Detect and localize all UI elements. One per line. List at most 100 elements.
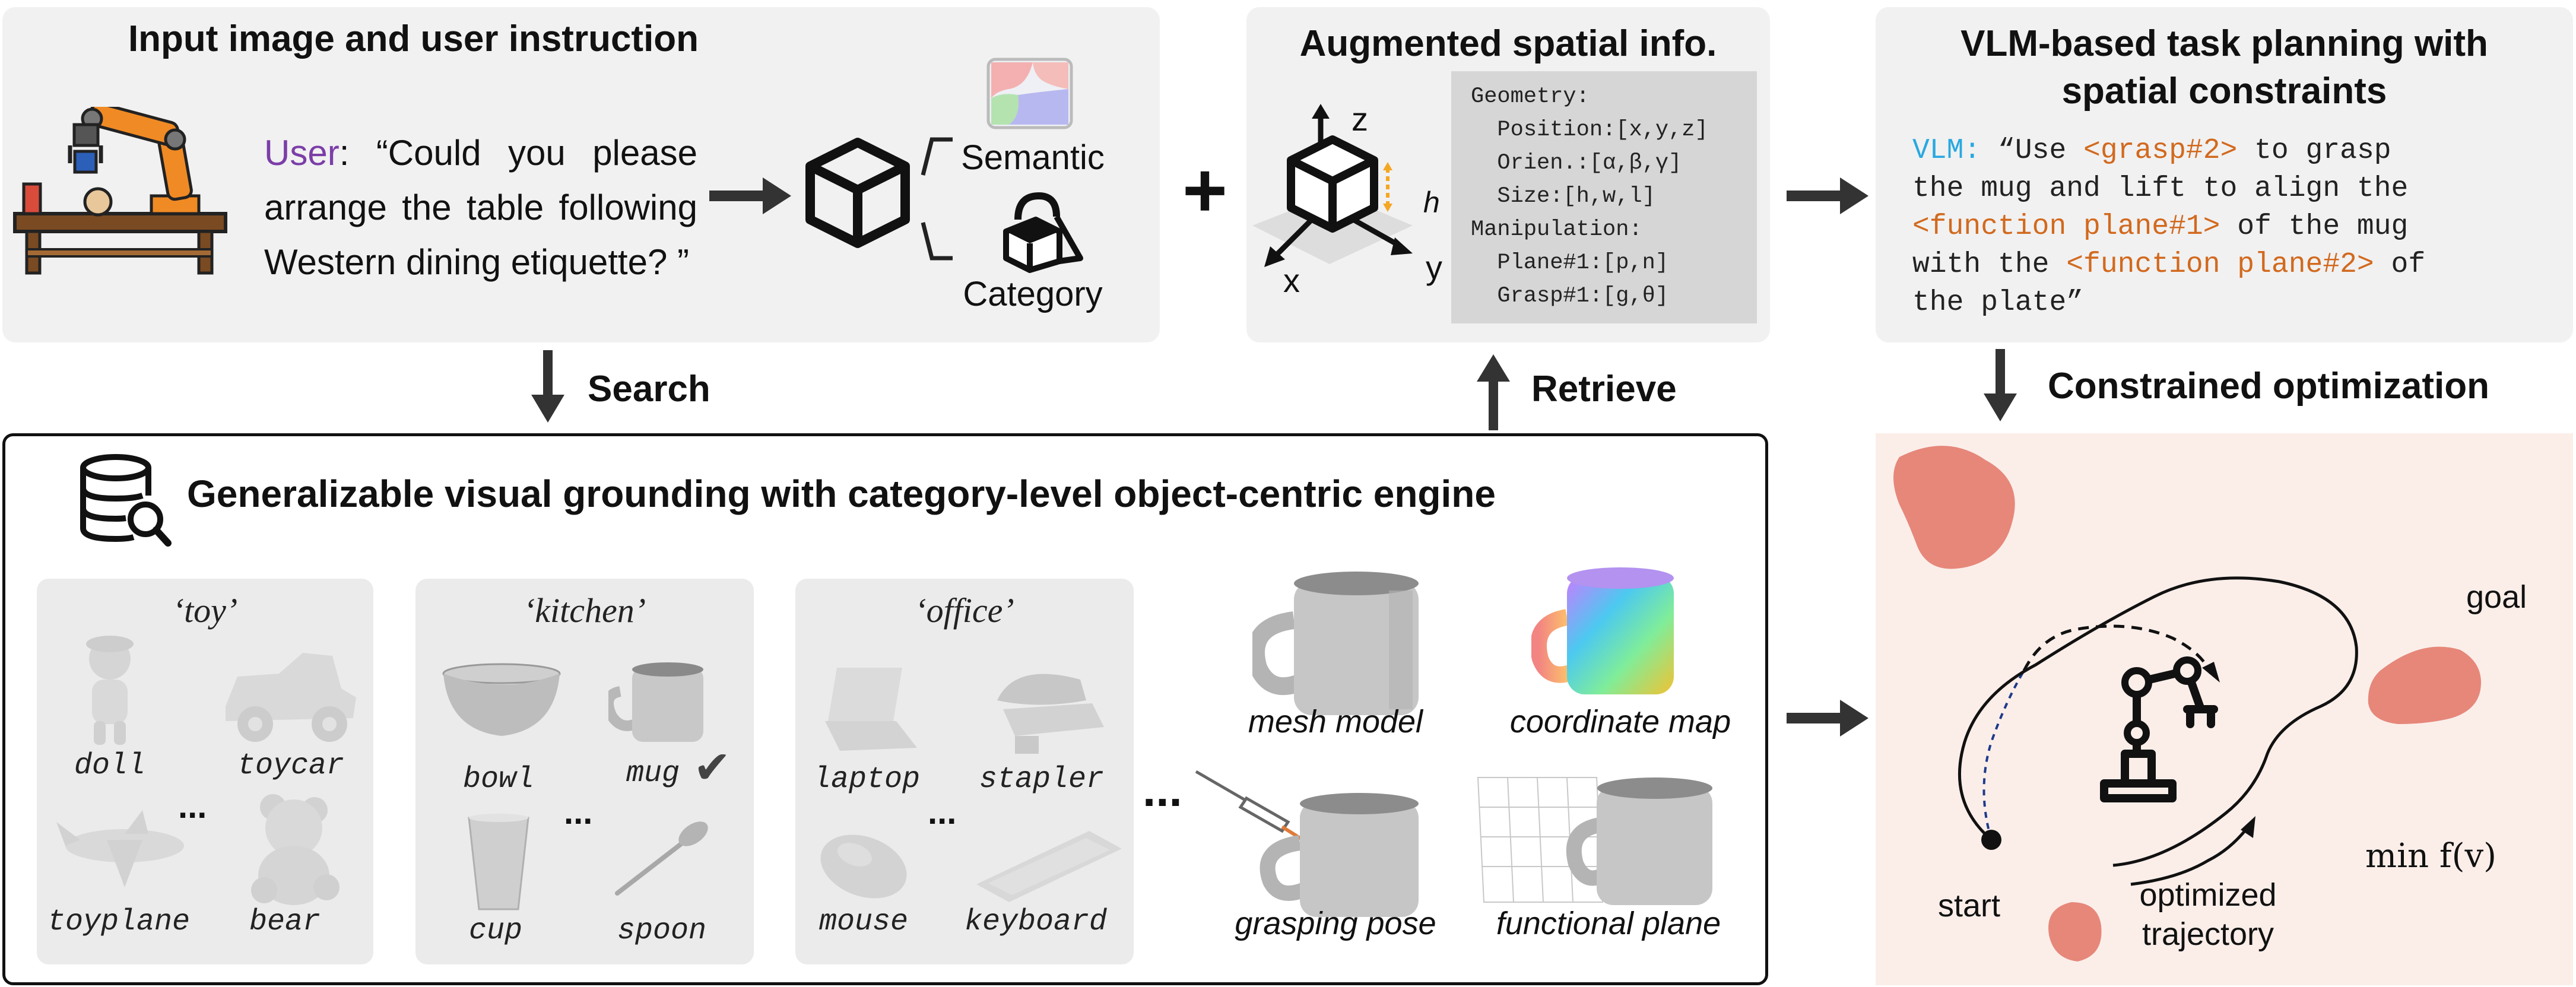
start-label: start — [1938, 888, 2001, 923]
vlm-label: VLM: — [1912, 135, 1981, 167]
arrow-right-icon — [1787, 700, 1868, 737]
axis-x-label: x — [1283, 262, 1300, 299]
mesh-model-icon — [1252, 572, 1419, 715]
vlm-planning-panel — [1876, 7, 2573, 342]
token-function-plane-1: <function plane#1> — [1912, 211, 2220, 243]
item-label: doll — [74, 749, 146, 783]
stapler-icon — [997, 674, 1104, 754]
user-colon: : — [339, 133, 350, 173]
height-h-label: h — [1423, 186, 1440, 219]
ellipsis: ... — [564, 793, 593, 832]
instruction-text-1: “Could you please — [376, 133, 697, 173]
robot-joint — [2124, 720, 2150, 746]
toycar-icon — [226, 653, 356, 742]
input-panel — [2, 7, 1160, 342]
bracket-lines — [921, 137, 953, 261]
obstacle — [2368, 646, 2481, 724]
info-line: Geometry: — [1471, 84, 1590, 109]
category-box-kitchen — [415, 579, 754, 964]
robot-table-illustration — [13, 107, 227, 275]
vlm-line-5: the plate” — [1912, 287, 2084, 319]
axis-z-label: z — [1352, 100, 1368, 138]
item-label: mouse — [819, 905, 909, 939]
representation-label: functional plane — [1496, 906, 1721, 941]
arrow-right-icon — [1787, 177, 1868, 214]
grasping-pose-icon — [1195, 770, 1419, 917]
search-label: Search — [588, 369, 710, 410]
input-panel-title: Input image and user instruction — [128, 18, 699, 59]
category-name: ‘kitchen’ — [523, 591, 646, 630]
toyplane-icon — [56, 810, 184, 887]
mug-icon — [608, 662, 703, 742]
representation-label: mesh model — [1248, 704, 1423, 740]
category-name: ‘office’ — [915, 591, 1014, 630]
goal-label: goal — [2466, 579, 2527, 615]
item-label: toycar — [237, 749, 345, 783]
category-label: Category — [963, 275, 1103, 313]
keyboard-icon — [976, 831, 1122, 902]
token-grasp: <grasp#2> — [2083, 135, 2238, 167]
obstacle — [1893, 446, 2015, 569]
semantic-label: Semantic — [961, 138, 1105, 177]
instruction-line-1: User: “Could you please — [264, 126, 697, 180]
category-box-toy — [37, 579, 373, 964]
info-line: Position:[x,y,z] — [1471, 118, 1708, 142]
robot-joint — [2121, 667, 2152, 698]
vlm-text: “Use — [1998, 135, 2067, 167]
item-label: laptop — [813, 763, 921, 796]
plus-sign: + — [1182, 147, 1227, 233]
info-line: Size:[h,w,l] — [1471, 184, 1655, 209]
representation-label: grasping pose — [1235, 906, 1436, 941]
item-label: bear — [249, 905, 321, 939]
object-cube-icon — [805, 138, 910, 248]
trajectory-label-line-2: trajectory — [2142, 916, 2274, 952]
trajectory-label: optimized trajectory — [2119, 875, 2297, 954]
vlm-title-line-2: spatial constraints — [2061, 71, 2387, 112]
optimization-diagram — [1893, 446, 2481, 961]
info-line: Plane#1:[p,n] — [1471, 250, 1669, 275]
coordinate-map-icon — [1531, 567, 1674, 694]
retrieve-label: Retrieve — [1531, 369, 1677, 410]
spatial-info-box — [1451, 71, 1757, 323]
category-icon — [1003, 192, 1083, 273]
vlm-line-1: VLM: “Use <grasp#2> to grasp — [1912, 132, 2542, 170]
objective-label: min f(v) — [2365, 837, 2496, 875]
cup-icon — [468, 814, 529, 910]
arrow-down-icon — [1984, 349, 2017, 421]
instruction-line-3: Western dining etiquette? ” — [264, 242, 689, 282]
token-function-plane-2: <function plane#2> — [2066, 249, 2374, 281]
trajectory-label-line-1: optimized — [2139, 877, 2277, 913]
ellipsis-large: ... — [1143, 763, 1182, 816]
doll-icon — [86, 636, 134, 745]
item-label: toyplane — [47, 905, 191, 939]
vlm-text: of the mug — [2237, 211, 2409, 243]
ellipsis: ... — [178, 787, 207, 826]
vlm-line-3: <function plane#1> of the mug — [1912, 208, 2542, 246]
vlm-output-text: VLM: “Use <grasp#2> to grasp the mug and… — [1912, 132, 2542, 322]
mouse-icon — [820, 834, 907, 899]
vlm-line-4: with the <function plane#2> of — [1912, 246, 2542, 284]
robot-joint — [2173, 656, 2201, 685]
obstacle — [2048, 902, 2102, 961]
item-label: bowl — [462, 763, 535, 796]
spoon-icon — [615, 821, 708, 896]
item-label: keyboard — [964, 905, 1108, 939]
laptop-icon — [825, 668, 917, 751]
info-line: Manipulation: — [1471, 217, 1642, 242]
ellipsis: ... — [928, 793, 957, 832]
arrow-up-icon — [1477, 354, 1510, 430]
database-search-icon — [80, 454, 172, 547]
functional-plane-icon — [1477, 777, 1712, 905]
vlm-text: of — [2391, 249, 2426, 281]
info-line: Grasp#1:[g,θ] — [1471, 284, 1669, 309]
spatial-info-lines: Geometry: Position:[x,y,z] Orien.:[α,β,γ… — [1471, 80, 1708, 313]
info-line: Orien.:[α,β,γ] — [1471, 151, 1682, 176]
robot-arm-icon — [2100, 667, 2218, 802]
bear-icon — [251, 794, 340, 905]
user-instruction: User: “Could you please arrange the tabl… — [264, 126, 697, 290]
instruction-line-2: arrange the table following — [264, 188, 697, 227]
category-box-office — [795, 579, 1134, 964]
vlm-title-line-1: VLM-based task planning with — [1960, 23, 2488, 64]
item-label: stapler — [979, 763, 1105, 796]
item-label: mug — [626, 757, 680, 791]
